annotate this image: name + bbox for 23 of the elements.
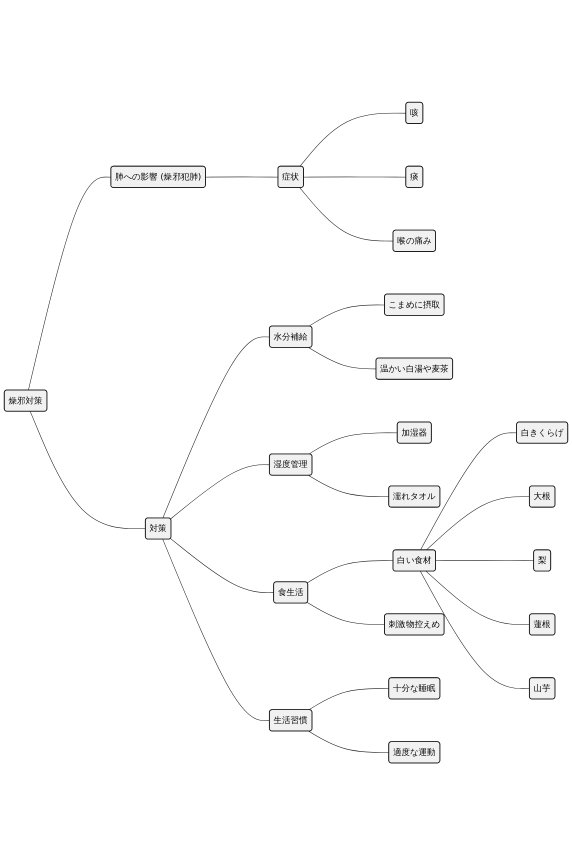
connector	[170, 464, 270, 520]
connector	[205, 176, 278, 178]
connector	[308, 347, 376, 370]
connector	[28, 176, 112, 390]
connector	[162, 336, 270, 518]
connector	[170, 538, 274, 593]
connector	[308, 475, 390, 497]
connector	[303, 176, 406, 178]
connector	[308, 432, 398, 454]
connector	[420, 571, 530, 689]
connector	[307, 560, 394, 584]
connector	[308, 688, 390, 710]
connector	[300, 187, 394, 242]
connector	[436, 560, 534, 561]
connector	[300, 112, 406, 167]
connector	[162, 539, 270, 721]
connector	[307, 602, 385, 625]
connector	[426, 571, 530, 625]
connector	[30, 411, 146, 529]
connector	[308, 304, 385, 326]
connector	[420, 432, 518, 550]
connector	[426, 496, 530, 550]
connector	[308, 730, 390, 753]
